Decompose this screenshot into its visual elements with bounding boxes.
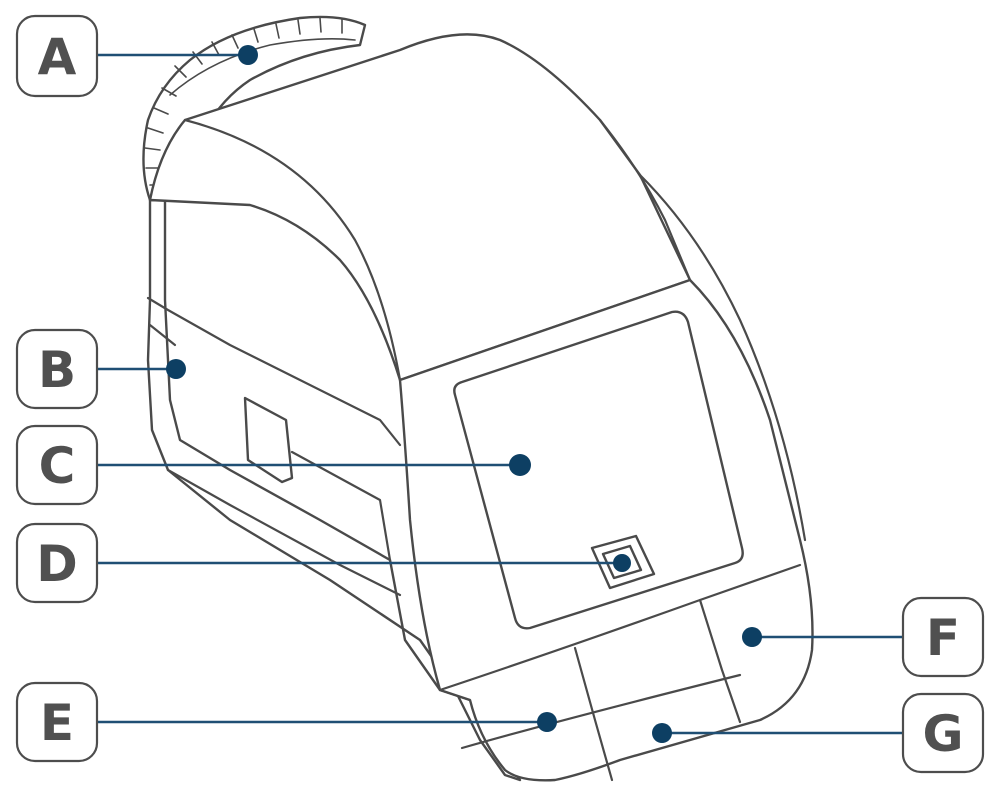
marker-A	[238, 45, 258, 65]
callout-G: G	[652, 692, 985, 774]
callout-box-A	[15, 14, 99, 98]
marker-C	[509, 454, 531, 476]
callout-box-B	[15, 328, 99, 410]
callout-box-F	[901, 596, 985, 678]
marker-D	[613, 554, 631, 572]
callout-C: C	[15, 424, 531, 506]
button-panel	[438, 563, 802, 782]
callout-D: D	[15, 522, 631, 604]
callout-box-C	[15, 424, 99, 506]
marker-G	[652, 723, 672, 743]
callout-box-E	[15, 681, 99, 763]
marker-B	[166, 359, 186, 379]
callout-label-F: F	[926, 609, 960, 667]
callout-A: A	[15, 14, 258, 98]
callout-label-D: D	[36, 535, 78, 593]
device-illustration	[142, 15, 814, 782]
callout-label-C: C	[39, 437, 76, 495]
display-window	[453, 310, 744, 630]
callout-label-B: B	[38, 341, 76, 399]
callout-F: F	[742, 596, 985, 678]
side-slot	[146, 296, 402, 597]
device-top-face	[148, 33, 692, 382]
callout-label-E: E	[40, 694, 74, 752]
rotary-knob	[142, 15, 367, 202]
marker-F	[742, 627, 762, 647]
callout-B: B	[15, 328, 186, 410]
marker-E	[537, 712, 557, 732]
callout-label-A: A	[38, 28, 77, 86]
callout-E: E	[15, 681, 557, 763]
callout-box-G	[901, 692, 985, 774]
callout-label-G: G	[922, 705, 963, 763]
callout-box-D	[15, 522, 99, 604]
